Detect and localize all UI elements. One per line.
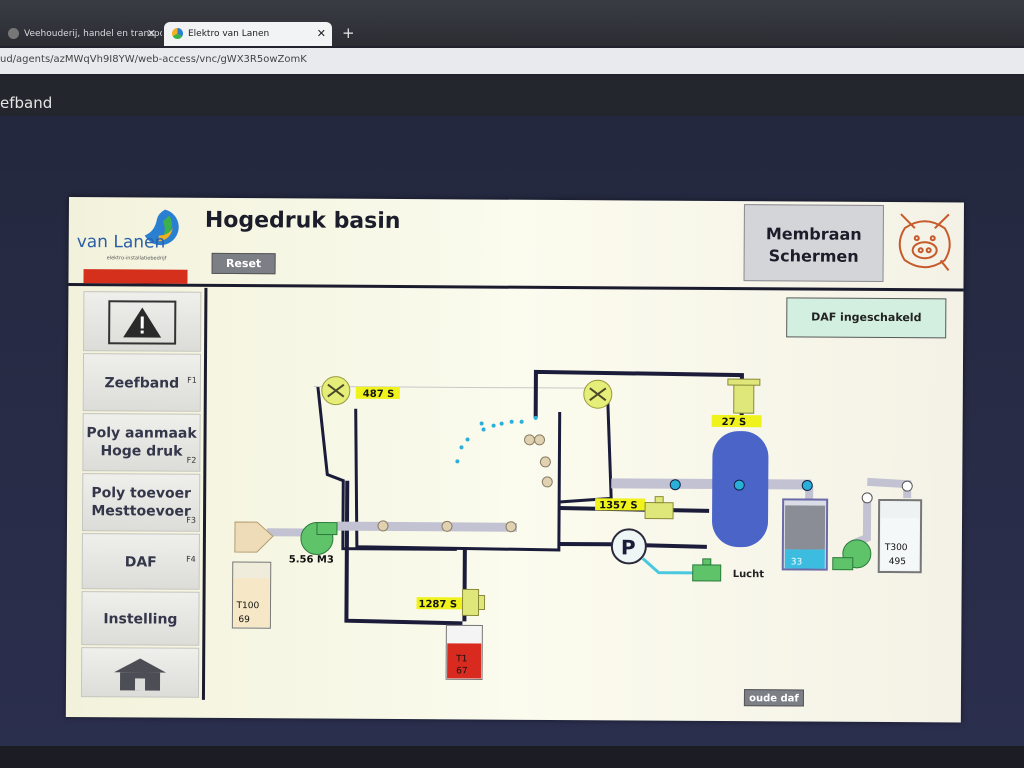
alarm-button[interactable] (83, 291, 202, 352)
process-diagram: 487 S 27 S 1357 S P Lucht (231, 369, 923, 681)
tank-t300: T300 495 (877, 498, 923, 574)
sidebar-item-sublabel: Hoge druk (100, 443, 183, 460)
sidebar-item-label: Poly aanmaak (86, 425, 197, 442)
logo-red-bar (83, 269, 188, 284)
sidebar-item-daf[interactable]: DAF F4 (81, 533, 200, 590)
browser-tab-veehouderij[interactable]: Veehouderij, handel en transport ✕ (0, 22, 162, 46)
membraan-label-line2: Schermen (768, 246, 859, 266)
function-key-label: F4 (186, 554, 196, 564)
logo-tagline: elektro-installatiebedrijf (107, 255, 167, 261)
pipe-node (861, 492, 873, 504)
header-node (733, 479, 745, 491)
valve-bottom-timer: 1287 S (418, 599, 457, 610)
tank-t100-value: 69 (238, 615, 250, 625)
sidebar-item-label: Poly toevoer (91, 485, 192, 502)
air-line (641, 557, 693, 575)
tank-t1: T1 67 (445, 624, 483, 681)
valve-mid-icon (644, 496, 674, 520)
sidebar-item-poly-aanmaak[interactable]: Poly aanmaak Hoge druk F2 (82, 413, 201, 472)
basin-inner-wall (354, 408, 562, 552)
house-icon (114, 658, 167, 691)
pump-right-icon (832, 539, 872, 571)
url-bar[interactable] (0, 48, 1024, 74)
browser-tab-elektro-van-lanen[interactable]: Elektro van Lanen ✕ (164, 22, 332, 46)
tab-label: Elektro van Lanen (188, 29, 270, 39)
valve-bottom-icon (461, 588, 486, 617)
tab-favicon-icon (172, 28, 183, 39)
daf-status-indicator: DAF ingeschakeld (786, 297, 947, 339)
basin-right-wall (559, 400, 613, 504)
tank-t1-value: 67 (456, 666, 468, 676)
valve-mid-timer-box (595, 498, 646, 511)
tab-favicon-icon (8, 28, 19, 39)
membraan-label-line1: Membraan (765, 224, 862, 244)
valve-top-icon (727, 378, 761, 414)
basin-top-rail (313, 385, 608, 389)
header-pipe (611, 478, 812, 490)
tank-t300-value: 495 (889, 557, 906, 567)
membraan-schermen-button[interactable]: Membraan Schermen (743, 204, 884, 282)
pipe-node (901, 480, 913, 492)
home-button[interactable] (80, 647, 200, 698)
fan-timer: 487 S (363, 389, 395, 400)
valve-mid-timer: 1357 S (599, 500, 638, 511)
air-valve-icon (692, 558, 722, 582)
header-node (801, 480, 813, 492)
tank-t300-name: T300 (884, 543, 908, 553)
air-label: Lucht (733, 569, 765, 580)
sidebar-item-poly-toevoer[interactable]: Poly toevoer Mesttoevoer F3 (81, 473, 201, 532)
tank-t100-name: T100 (235, 601, 259, 611)
basin-left-wall (316, 386, 457, 551)
pressure-sensor-icon (610, 528, 647, 565)
os-taskbar (0, 746, 1024, 768)
pig-icon (898, 213, 951, 271)
logo-swirl-icon: van Lanen elektro-installatiebedrijf (77, 209, 179, 262)
function-key-label: F3 (186, 515, 197, 525)
tank-small-value: 33 (791, 557, 803, 567)
warning-triangle-icon (108, 300, 177, 345)
pump-icon (300, 522, 338, 556)
fan-left-icon (321, 376, 351, 406)
valve-top-timer-box (711, 414, 762, 428)
logo-name: van Lanen (77, 232, 166, 253)
conveyor-belt (336, 521, 518, 532)
pressure-symbol: P (621, 535, 636, 559)
url-text[interactable]: ud/agents/azMWqVh9I8YW/web-access/vnc/gW… (0, 54, 307, 65)
function-key-label: F1 (187, 375, 197, 385)
sidebar-item-label: DAF (124, 554, 157, 571)
app-title: efband (0, 94, 53, 112)
reset-button[interactable]: Reset (211, 252, 276, 275)
fan-timer-box (355, 386, 400, 400)
fan-right-icon (583, 379, 613, 409)
tab-label: Veehouderij, handel en transport (24, 29, 162, 39)
hmi-panel: van Lanen elektro-installatiebedrijf Hog… (65, 197, 964, 723)
tank-small: 33 (781, 498, 829, 571)
sidebar-item-sublabel: Mesttoevoer (91, 503, 191, 520)
page-title: Hogedruk basin (204, 207, 401, 235)
app-title-bar (0, 76, 1024, 116)
sidebar-item-zeefband[interactable]: Zeefband F1 (82, 353, 202, 412)
new-tab-button[interactable]: + (342, 24, 355, 42)
tank-t100: T100 69 (231, 561, 272, 629)
tank-t1-name: T1 (455, 654, 467, 664)
particles (377, 434, 553, 533)
top-pipe (533, 369, 744, 418)
tab-close-icon[interactable]: ✕ (146, 27, 156, 40)
van-lanen-logo: van Lanen elektro-installatiebedrijf (73, 201, 185, 276)
tab-close-icon[interactable]: ✕ (316, 27, 326, 40)
valve-top-timer: 27 S (722, 417, 747, 428)
sidebar-item-label: Zeefband (104, 375, 180, 392)
bubbles (455, 415, 538, 464)
sidebar-item-instelling[interactable]: Instelling (81, 591, 200, 646)
inlet-cone-icon (234, 521, 274, 553)
sidebar: Zeefband F1 Poly aanmaak Hoge druk F2 Po… (71, 287, 208, 700)
pump-flow: 5.56 M3 (289, 554, 334, 565)
sidebar-item-label: Instelling (103, 611, 178, 628)
function-key-label: F2 (186, 455, 197, 465)
oude-daf-button[interactable]: oude daf (743, 689, 805, 707)
header-node (669, 479, 681, 491)
valve-bottom-timer-box (416, 597, 463, 610)
lower-pipe (558, 541, 707, 549)
